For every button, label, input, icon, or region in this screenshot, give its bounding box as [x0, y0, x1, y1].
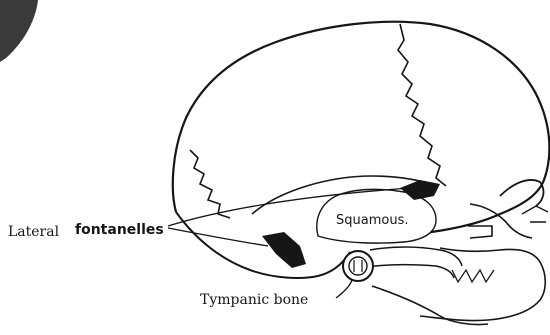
zygomatic-arch: [362, 247, 462, 278]
mandible-teeth: [452, 270, 494, 282]
nasal-area: [522, 206, 548, 222]
fontanelle-leader-lower: [168, 228, 268, 246]
label-tympanic-bone: Tympanic bone: [200, 292, 308, 308]
label-lateral: Lateral: [8, 224, 60, 240]
lambdoid-suture: [190, 150, 230, 218]
mandible-outline: [372, 286, 488, 325]
coronal-suture: [398, 24, 446, 186]
mastoid-fontanelle: [262, 232, 306, 268]
tympanic-ring-outer: [343, 251, 373, 281]
label-fontanelles: fontanelles: [75, 222, 164, 238]
label-squamous: Squamous.: [336, 213, 408, 228]
tympanic-leader: [336, 280, 352, 298]
corner-shadow: [0, 0, 38, 62]
